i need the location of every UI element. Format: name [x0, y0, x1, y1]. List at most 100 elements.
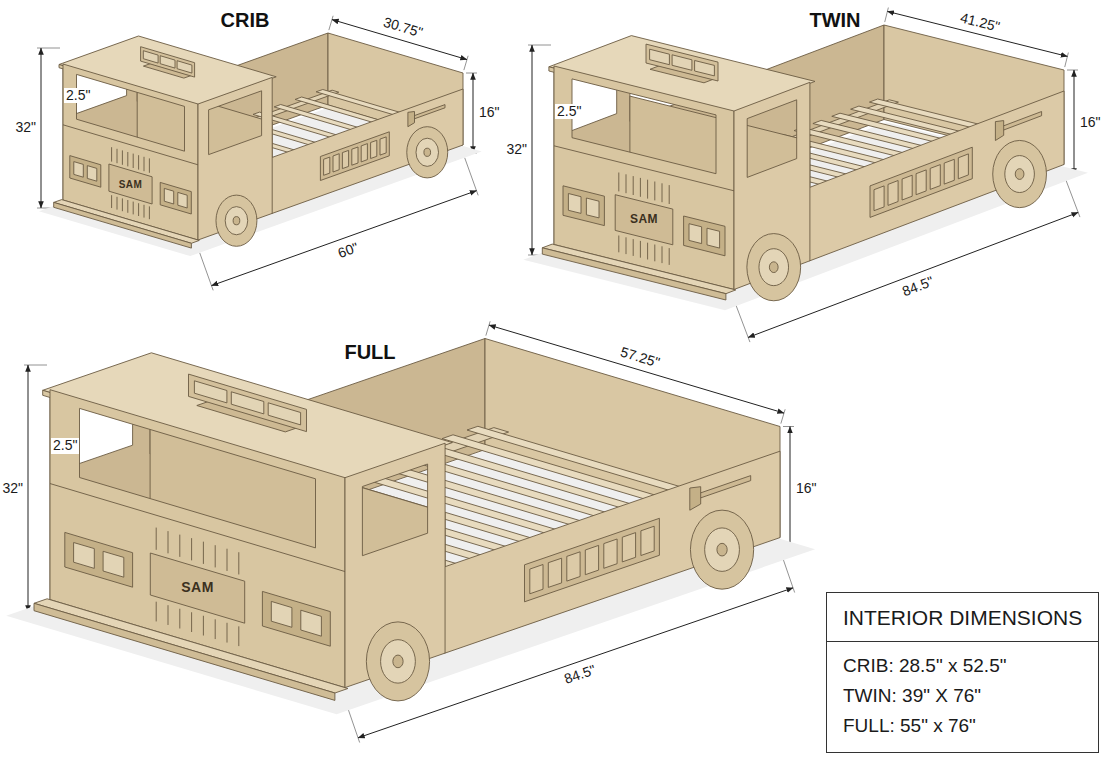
grille-slot	[618, 173, 619, 192]
wheel	[216, 195, 257, 246]
light-bar-lamp	[268, 403, 300, 425]
brand-text: SAM	[119, 179, 143, 190]
grille-slot	[662, 246, 663, 263]
grille-slot	[133, 154, 134, 168]
grille-slot	[149, 206, 150, 219]
extension-line	[1066, 180, 1080, 217]
headlight-lens	[689, 224, 702, 244]
light-bar-lamp	[672, 55, 692, 71]
brand-text: SAM	[630, 213, 658, 226]
table-heading: INTERIOR DIMENSIONS	[827, 605, 1098, 642]
grille-slot	[111, 195, 112, 208]
extension-line	[347, 705, 360, 743]
light-bar-lamp	[160, 56, 175, 68]
grille-slot	[647, 180, 648, 199]
grille-slot	[669, 185, 670, 204]
grille-slot	[117, 197, 118, 210]
headlight-lens	[103, 551, 124, 577]
hood-line	[50, 484, 345, 572]
bumper-front	[34, 603, 335, 700]
dimension-label: 32"	[506, 142, 527, 157]
grille-slot	[238, 552, 239, 574]
ladder	[870, 147, 972, 217]
section-title: TWIN	[809, 9, 860, 31]
side-panel	[734, 82, 1064, 289]
grille-slot	[227, 549, 228, 571]
grille-slot	[640, 241, 641, 258]
bumper-top	[542, 244, 736, 294]
wheel-hub	[769, 262, 778, 273]
headlight-lens	[74, 543, 95, 569]
dimension-label: 2.5"	[555, 104, 583, 119]
grille-slot	[626, 237, 627, 254]
grille-slot	[215, 545, 216, 567]
side-panel	[345, 443, 780, 687]
extension-line	[24, 365, 47, 366]
panel-seam	[445, 567, 446, 653]
dimension-label: 41.25"	[959, 10, 1002, 35]
extension-line	[783, 426, 794, 427]
grille-slot	[633, 176, 634, 195]
bumper-top	[34, 599, 348, 693]
light-bar	[141, 47, 195, 77]
grille-slot	[138, 203, 139, 216]
panel-seam	[809, 187, 810, 261]
light-bar-lamp	[695, 61, 715, 76]
wheel-hub	[393, 655, 403, 668]
headlight-lens	[568, 194, 581, 214]
grille-slot	[117, 149, 118, 163]
headlight-lens	[87, 166, 97, 182]
bumper-front	[54, 202, 192, 248]
wheel-rim	[705, 528, 740, 571]
grille-slot	[133, 202, 134, 215]
headlight-lens	[178, 192, 187, 208]
extension-line	[466, 73, 477, 74]
section-title: CRIB	[221, 9, 270, 31]
grille-slot	[203, 542, 204, 564]
light-bar-lamp	[143, 51, 158, 63]
headlight	[262, 591, 330, 646]
dimension-label: 16"	[479, 105, 500, 120]
wheel-hub	[424, 148, 431, 156]
dimension-line	[1074, 70, 1075, 175]
panel-seam	[272, 157, 273, 213]
extension-line	[1067, 70, 1078, 71]
wheel	[993, 140, 1047, 207]
wheel	[366, 622, 429, 701]
extension-line	[37, 48, 60, 49]
grille-slot	[191, 538, 192, 560]
headlight	[160, 182, 191, 214]
dimension-line	[473, 73, 474, 153]
grille-slot	[618, 236, 619, 253]
grille-slot	[127, 152, 128, 166]
axe-handle	[694, 476, 751, 501]
headlight-lens	[271, 601, 292, 627]
grille-slot	[122, 150, 123, 164]
light-bar-lamp	[231, 392, 263, 414]
extension-line	[781, 409, 785, 423]
grille-slot	[662, 183, 663, 202]
extension-line	[486, 321, 490, 335]
grille-slot	[138, 155, 139, 169]
grille-slot	[149, 158, 150, 172]
fire-truck-bed	[6, 339, 815, 715]
name-plate	[109, 164, 152, 204]
wheel-rim	[1005, 156, 1035, 193]
grille-slot	[156, 528, 157, 550]
bumper-front	[542, 248, 726, 300]
wheel-rim	[759, 249, 789, 286]
dimension-label: 32"	[2, 481, 23, 496]
wheel-rim	[381, 640, 416, 683]
dimension-label: 32"	[15, 120, 36, 135]
light-bar	[189, 374, 307, 432]
grille-slot	[179, 535, 180, 557]
headlight	[563, 186, 604, 226]
bumper-top	[54, 200, 200, 244]
dimension-label: 60"	[336, 240, 361, 261]
extension-line	[200, 253, 213, 291]
dimension-label: 2.5"	[51, 438, 79, 453]
dimension-label: 16"	[796, 481, 817, 496]
grille-slot	[654, 245, 655, 262]
headlight-lens	[707, 228, 720, 248]
grille-slot	[215, 619, 216, 639]
